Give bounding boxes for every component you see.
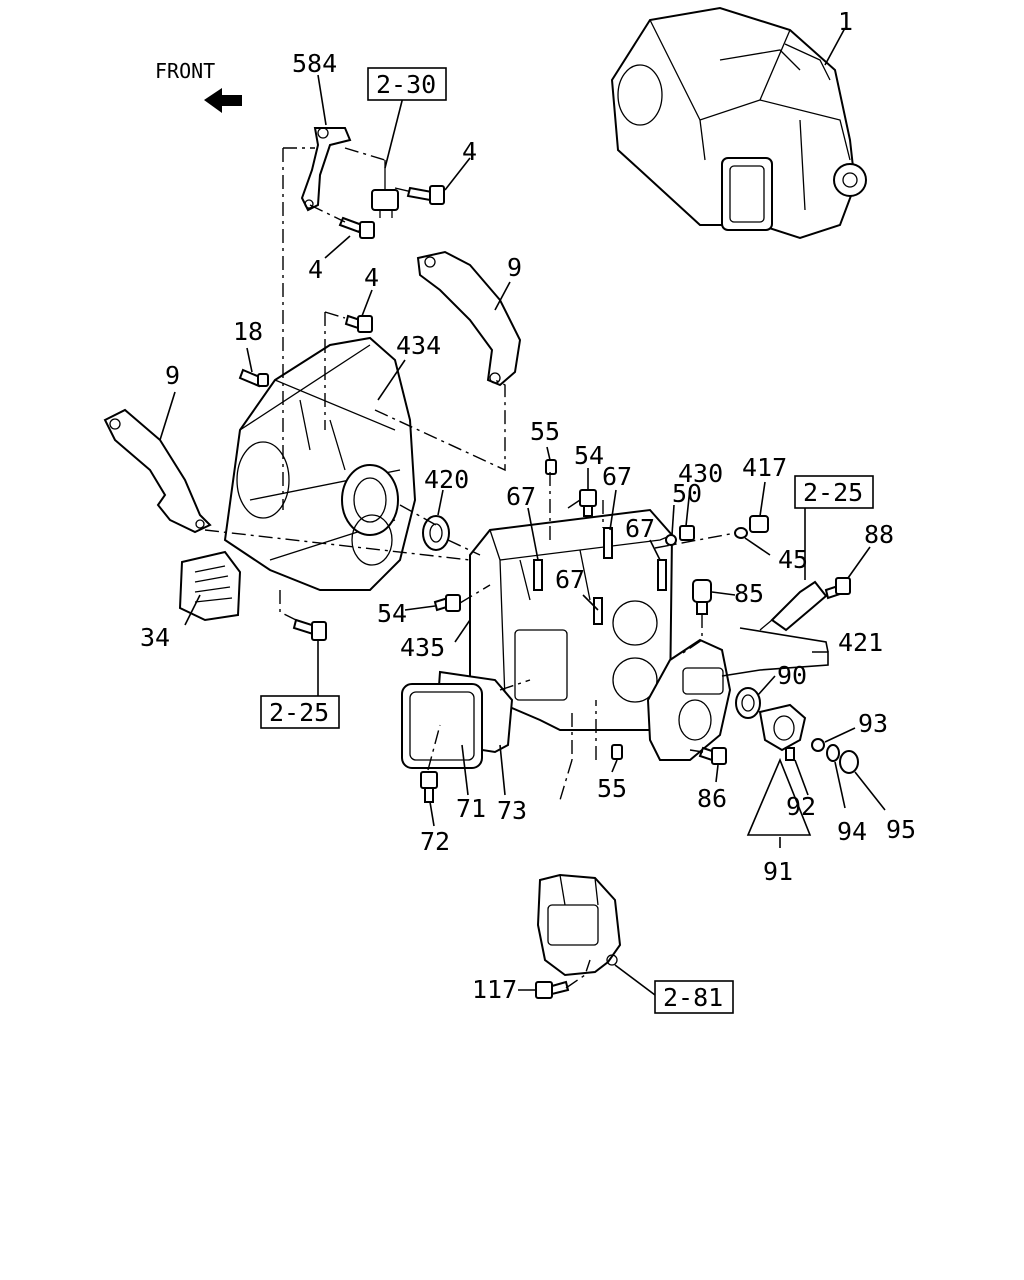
callout-4-upper: 4 [462,137,477,166]
cover-71 [401,683,483,769]
callout-584: 584 [292,49,337,78]
clutch-housing-434 [223,336,417,591]
bolt-88 [824,577,851,600]
bolt-117 [535,980,570,999]
reference-2-81: 2-81 [663,983,723,1012]
bolt-54-left [433,594,461,612]
reference-box-2-25-left: 2-25 [260,695,340,729]
callout-67-a: 67 [602,462,632,491]
pin-55-lower [611,744,623,760]
callout-417: 417 [742,453,787,482]
callout-420: 420 [424,465,469,494]
bolt-86 [698,746,727,765]
bracket-9-left [103,408,212,534]
callout-434: 434 [396,331,441,360]
reference-box-2-81: 2-81 [654,980,734,1014]
callout-67-b: 67 [506,482,536,511]
washer-50 [665,534,677,546]
callout-92: 92 [786,792,816,821]
callout-4-lower: 4 [364,263,379,292]
callout-9-right: 9 [507,253,522,282]
extension-housing-421 [646,638,732,761]
bracket-584 [300,127,352,212]
transmission-assembly-illustration [610,6,867,240]
sensor-clip [371,160,399,218]
callout-73: 73 [497,796,527,825]
callout-430: 430 [678,459,723,488]
reference-2-30: 2-30 [376,70,436,99]
callout-421: 421 [838,628,883,657]
callout-71: 71 [456,794,486,823]
callout-90: 90 [777,661,807,690]
callout-93: 93 [858,709,888,738]
callout-45: 45 [778,545,808,574]
reference-2-25-right: 2-25 [803,478,863,507]
callout-67-c: 67 [625,514,655,543]
oil-seal-90 [735,687,761,719]
callout-94: 94 [837,817,867,846]
callout-67-d: 67 [555,565,585,594]
transmission-case-435 [469,508,674,731]
reference-box-2-30: 2-30 [367,67,447,101]
callout-1: 1 [838,7,853,36]
shift-boot-34 [178,550,242,622]
callout-435: 435 [400,633,445,662]
front-arrow-icon [204,88,242,113]
callout-54-left: 54 [377,599,407,628]
bolt-72 [420,771,438,803]
callout-55-upper: 55 [530,417,560,446]
bolt-4-lower [344,314,373,333]
washer-94 [826,744,840,762]
stud-18 [238,368,269,388]
callout-18: 18 [233,317,263,346]
callout-72: 72 [420,827,450,856]
speedometer-gear-92 [758,703,807,761]
bracket-9-right [416,250,522,387]
bolt-54-upper [579,489,597,517]
callout-4-middle: 4 [308,255,323,284]
callout-9-left: 9 [165,361,180,390]
front-label: FRONT [155,59,215,83]
callout-85: 85 [734,579,764,608]
bolt-4-upper-right [406,185,445,205]
oil-seal-420 [422,515,450,551]
reference-2-25-left: 2-25 [269,698,329,727]
washer-45 [734,527,748,539]
callout-labels: 1 584 4 4 4 9 18 434 9 55 54 67 67 67 67… [140,7,916,1004]
callout-117: 117 [472,975,517,1004]
nut-95 [839,750,859,774]
callout-91: 91 [763,857,793,886]
breather-85 [692,579,712,615]
gear-shift-unit [536,873,622,977]
speed-sensor [759,580,828,632]
callout-50: 50 [672,479,702,508]
plug-417 [749,515,769,533]
callout-55-lower: 55 [597,774,627,803]
bolt-4-middle [338,216,375,239]
alignment-lines [204,147,731,989]
leader-lines [159,27,886,996]
callout-86: 86 [697,784,727,813]
bolt-430 [679,525,695,541]
bolt-2-25-lower-left [292,618,327,641]
callout-95: 95 [886,815,916,844]
o-ring-93 [811,738,825,752]
callout-34: 34 [140,623,170,652]
callout-54-upper: 54 [574,441,604,470]
pin-55-upper [545,459,557,475]
callout-88: 88 [864,520,894,549]
reference-box-2-25-right: 2-25 [794,475,874,509]
